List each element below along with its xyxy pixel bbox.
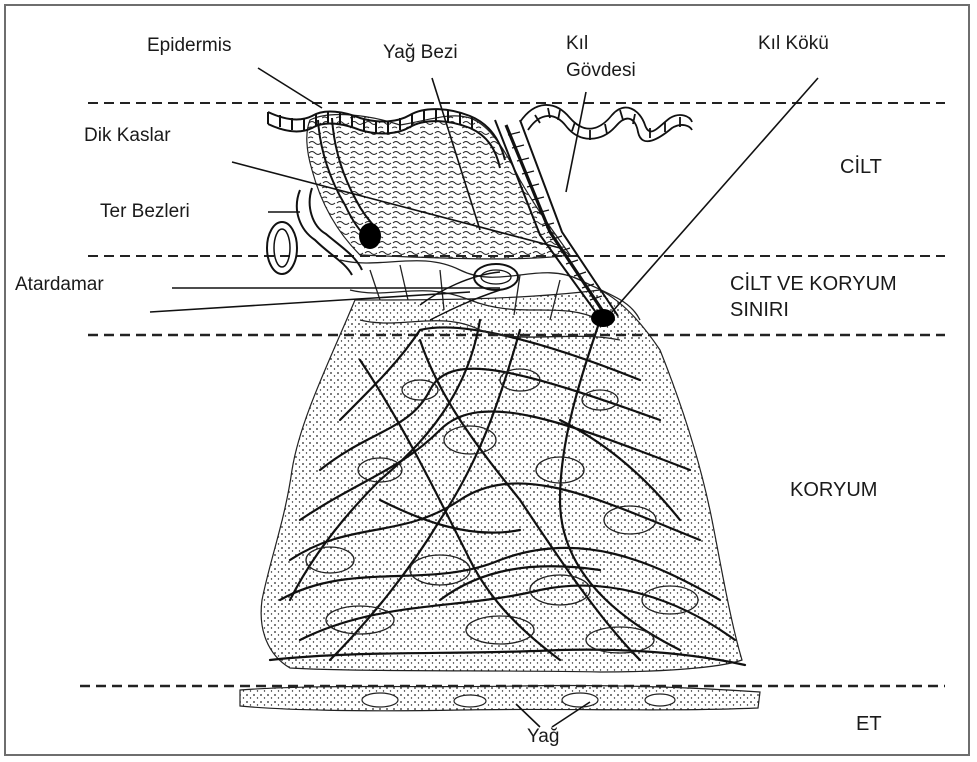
label-kil-govdesi-line1: Kıl [566, 33, 588, 55]
label-yag-bezi: Yağ Bezi [383, 42, 458, 64]
label-kil-koku: Kıl Kökü [758, 33, 829, 55]
label-yag: Yağ [527, 726, 559, 748]
fat-layer [240, 685, 760, 710]
zone-cilt-koryum-line2: SINIRI [730, 298, 789, 323]
sweat-gland-coil [267, 222, 297, 274]
label-atardamar: Atardamar [15, 274, 104, 296]
zone-cilt-koryum-line1: CİLT VE KORYUM [730, 272, 897, 297]
sebaceous-gland-bulb [359, 223, 381, 249]
label-kil-govdesi-line2: Gövdesi [566, 60, 636, 82]
hair-shaft-surface [520, 105, 692, 141]
zone-koryum: KORYUM [790, 478, 877, 503]
zone-cilt: CİLT [840, 155, 882, 180]
leader-kil-govdesi [566, 92, 586, 192]
koryum-tissue [261, 290, 745, 672]
label-dik-kaslar: Dik Kaslar [84, 125, 171, 147]
hair-root-bulb [591, 309, 615, 327]
label-epidermis: Epidermis [147, 35, 231, 57]
label-ter-bezleri: Ter Bezleri [100, 201, 190, 223]
zone-et: ET [856, 712, 882, 737]
